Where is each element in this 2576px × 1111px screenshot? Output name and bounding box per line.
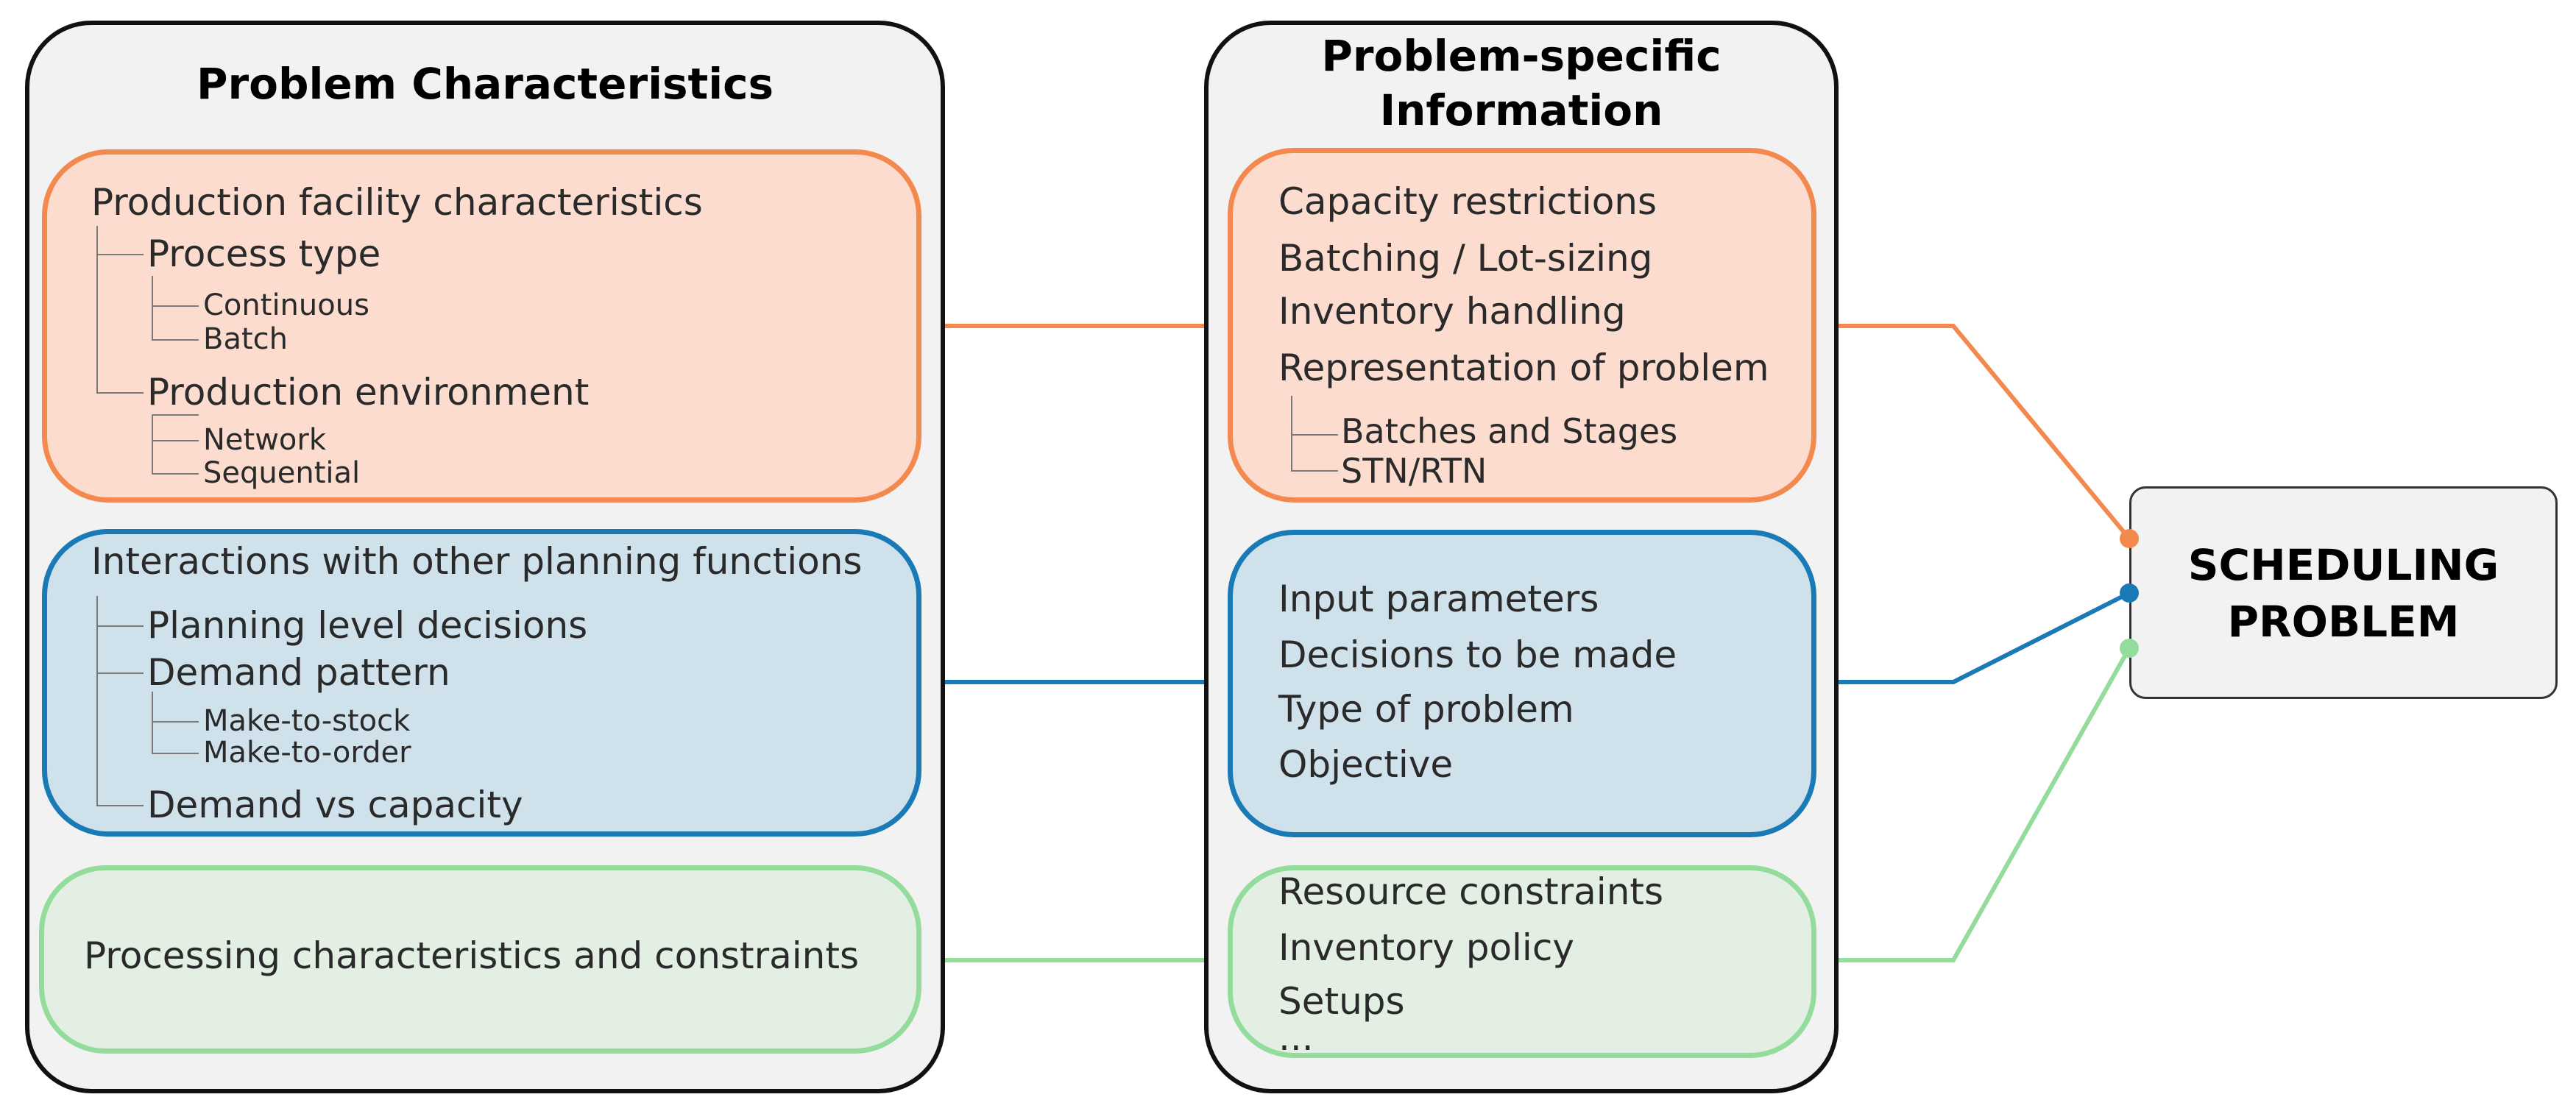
tree-branch-line — [152, 339, 199, 341]
setups-label: Setups — [1278, 980, 1405, 1023]
tree-branch-line — [1291, 470, 1338, 472]
production-facility-box — [42, 149, 921, 503]
demand-vs-capacity-label: Demand vs capacity — [147, 784, 523, 826]
demand-pattern-label: Demand pattern — [147, 651, 450, 694]
interactions-box — [42, 529, 921, 837]
batching-label: Batching / Lot-sizing — [1278, 237, 1653, 280]
processing-heading: Processing characteristics and constrain… — [84, 934, 860, 977]
inventory-policy-label: Inventory policy — [1278, 926, 1574, 969]
tree-branch-line — [96, 805, 144, 806]
make-to-order-label: Make-to-order — [203, 736, 411, 770]
tree-branch-line — [152, 473, 199, 475]
tree-branch-line — [152, 276, 153, 341]
representation-label: Representation of problem — [1278, 347, 1769, 389]
tree-branch-line — [96, 392, 144, 394]
interactions-heading: Interactions with other planning functio… — [91, 540, 863, 583]
ellipsis-label: ... — [1278, 1016, 1314, 1059]
decisions-label: Decisions to be made — [1278, 633, 1677, 676]
planning-level-label: Planning level decisions — [147, 604, 588, 647]
tree-branch-line — [152, 414, 153, 475]
make-to-stock-label: Make-to-stock — [203, 704, 411, 738]
resource-constraints-label: Resource constraints — [1278, 870, 1664, 913]
batches-and-stages-label: Batches and Stages — [1341, 411, 1678, 451]
tree-branch-line — [1291, 396, 1292, 472]
connector-blue-right — [1816, 591, 2131, 684]
tree-branch-line — [152, 692, 153, 754]
continuous-label: Continuous — [203, 288, 369, 322]
tree-branch-line — [1291, 434, 1338, 436]
input-parameters-label: Input parameters — [1278, 578, 1599, 620]
blue-info-box — [1228, 530, 1816, 837]
scheduling-title-line2: PROBLEM — [2227, 597, 2460, 647]
network-label: Network — [203, 423, 327, 457]
connector-green-right — [1816, 647, 2131, 962]
tree-branch-line — [152, 721, 199, 723]
scheduling-title-line1: SCHEDULING — [2187, 540, 2499, 590]
tree-branch-line — [96, 672, 144, 674]
tree-branch-line — [96, 254, 144, 255]
panel-title-line2: Information — [1379, 85, 1663, 135]
tree-branch-line — [96, 596, 98, 806]
orange-info-box — [1228, 148, 1816, 503]
sequential-label: Sequential — [203, 456, 361, 490]
connector-orange-right — [1816, 324, 2131, 540]
batch-label: Batch — [203, 322, 288, 356]
production-environment-label: Production environment — [147, 371, 590, 413]
panel-title-line1: Problem-specific — [1321, 31, 1722, 81]
production-facility-heading: Production facility characteristics — [91, 181, 703, 224]
tree-branch-line — [152, 753, 199, 754]
type-of-problem-label: Type of problem — [1278, 688, 1574, 731]
inventory-handling-label: Inventory handling — [1278, 290, 1626, 333]
tree-branch-line — [96, 625, 144, 627]
stn-rtn-label: STN/RTN — [1341, 451, 1487, 491]
green-info-box — [1228, 865, 1816, 1058]
tree-branch-line — [152, 440, 199, 441]
objective-label: Objective — [1278, 743, 1454, 786]
process-type-label: Process type — [147, 233, 381, 275]
processing-box — [39, 865, 921, 1054]
scheduling-problem-box: SCHEDULING PROBLEM — [2129, 486, 2558, 699]
tree-branch-line — [152, 414, 199, 416]
panel-title: Problem Characteristics — [196, 59, 774, 109]
tree-branch-line — [96, 226, 98, 393]
tree-branch-line — [152, 305, 199, 307]
capacity-restrictions-label: Capacity restrictions — [1278, 180, 1657, 223]
